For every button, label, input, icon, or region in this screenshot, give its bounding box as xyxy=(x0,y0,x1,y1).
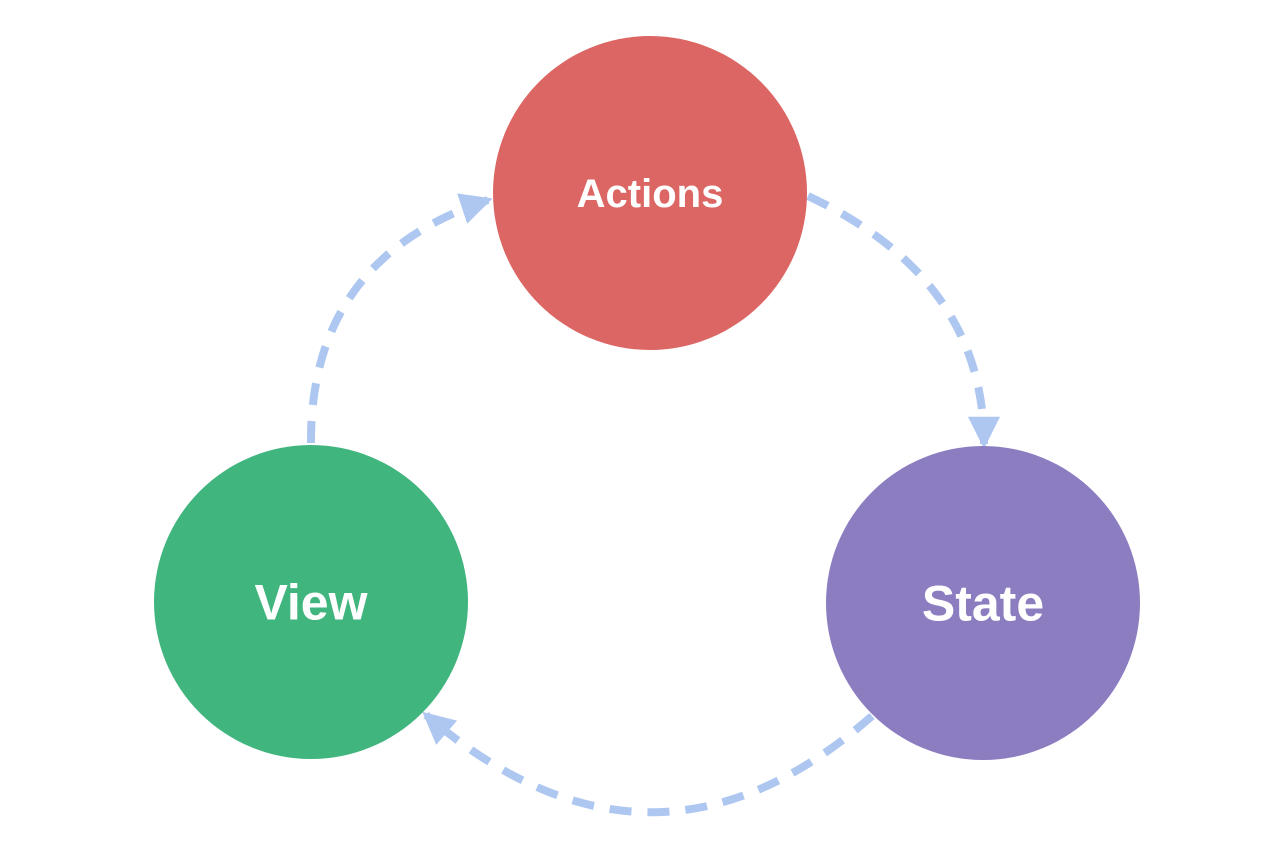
node-view-circle xyxy=(154,445,468,759)
node-view-label: View xyxy=(254,575,367,631)
node-actions: Actions xyxy=(493,36,807,350)
edge-state-to-view-arrow xyxy=(422,711,875,817)
edge-view-to-actions-arrow xyxy=(306,193,493,444)
node-state: State xyxy=(826,446,1140,760)
node-actions-circle xyxy=(493,36,807,350)
node-state-circle xyxy=(826,446,1140,760)
edge-actions-to-state-arrow xyxy=(806,192,1000,449)
node-actions-label: Actions xyxy=(577,172,724,216)
node-view: View xyxy=(154,445,468,759)
node-state-label: State xyxy=(922,576,1044,632)
